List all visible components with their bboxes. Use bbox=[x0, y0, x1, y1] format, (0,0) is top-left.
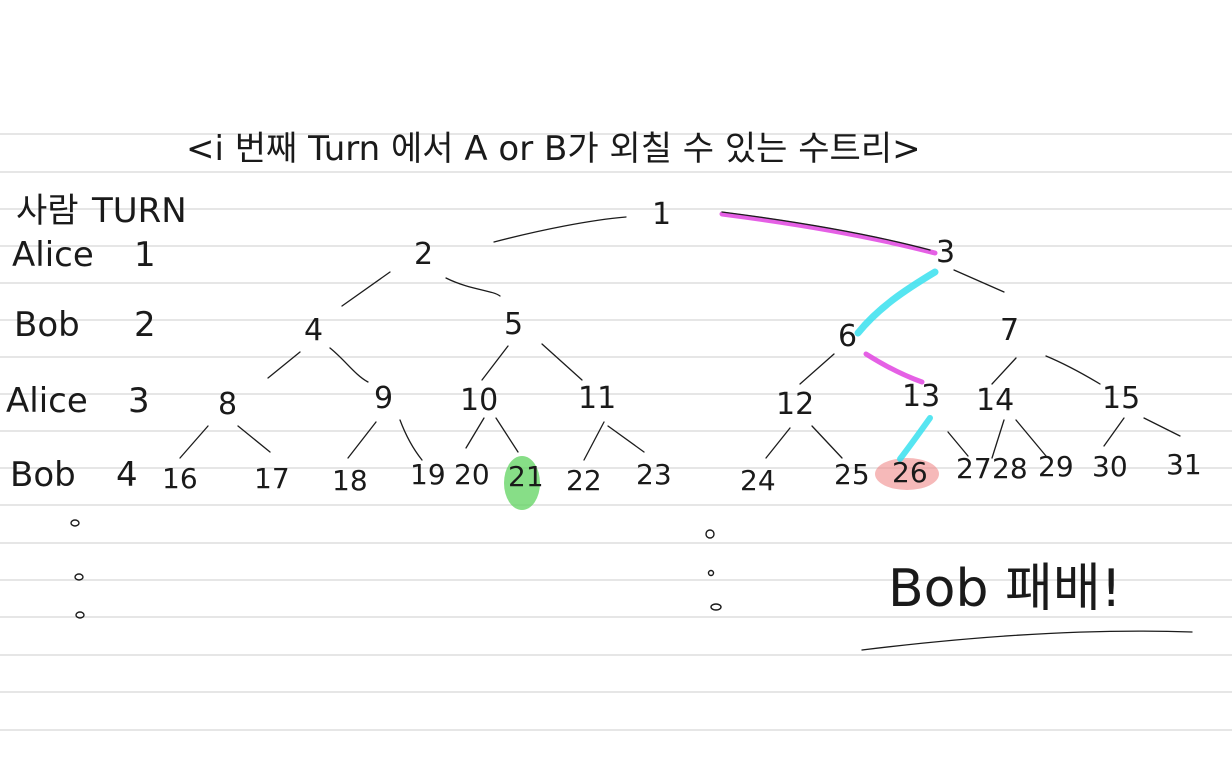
cyan-path-13-26 bbox=[897, 415, 933, 462]
node-4: 4 bbox=[304, 313, 323, 348]
node-19: 19 bbox=[410, 458, 446, 491]
node-13: 13 bbox=[902, 379, 940, 414]
magenta-path-6-13 bbox=[863, 351, 925, 385]
node-2: 2 bbox=[414, 237, 433, 272]
node-26: 26 bbox=[892, 456, 928, 489]
node-29: 29 bbox=[1038, 450, 1074, 483]
dot-mid-1 bbox=[705, 529, 715, 539]
node-3: 3 bbox=[936, 235, 955, 270]
node-14: 14 bbox=[976, 383, 1014, 418]
continuation-dots bbox=[70, 519, 722, 619]
node-25: 25 bbox=[834, 458, 870, 491]
dot-left-3 bbox=[75, 611, 85, 619]
node-30: 30 bbox=[1092, 450, 1128, 483]
node-6: 6 bbox=[838, 319, 857, 354]
turn-table: 사람 TURN Alice 1 Bob 2 Alice 3 Bob 4 bbox=[6, 191, 187, 495]
row-turn-1: 1 bbox=[134, 235, 156, 275]
highlight-markers bbox=[504, 211, 939, 510]
row-turn-2: 2 bbox=[134, 305, 156, 345]
node-24: 24 bbox=[740, 464, 776, 497]
node-8: 8 bbox=[218, 387, 237, 422]
row-turn-4: 4 bbox=[116, 455, 138, 495]
row-turn-3: 3 bbox=[128, 381, 150, 421]
row-person-3: Alice bbox=[6, 381, 88, 421]
header-person: 사람 bbox=[16, 191, 79, 231]
node-15: 15 bbox=[1102, 381, 1140, 416]
node-31: 31 bbox=[1166, 448, 1202, 481]
dot-mid-2 bbox=[707, 569, 715, 577]
dot-left-1 bbox=[70, 519, 80, 527]
row-person-1: Alice bbox=[12, 235, 94, 275]
conclusion-text: Bob 패배! bbox=[888, 559, 1122, 619]
row-person-4: Bob bbox=[10, 455, 76, 495]
node-28: 28 bbox=[992, 452, 1028, 485]
tree-edges bbox=[179, 211, 1193, 651]
node-22: 22 bbox=[566, 464, 602, 497]
cyan-path-3-6 bbox=[854, 268, 939, 337]
node-11: 11 bbox=[578, 381, 616, 416]
node-12: 12 bbox=[776, 387, 814, 422]
dot-mid-3 bbox=[710, 603, 722, 611]
node-17: 17 bbox=[254, 462, 290, 495]
node-7: 7 bbox=[1000, 313, 1019, 348]
node-27: 27 bbox=[956, 452, 992, 485]
magenta-path-1-3 bbox=[719, 211, 938, 256]
tree-nodes: 1 2 3 4 5 6 7 8 9 10 11 12 13 14 15 16 1… bbox=[162, 197, 1202, 497]
node-18: 18 bbox=[332, 464, 368, 497]
node-21: 21 bbox=[508, 460, 544, 493]
node-5: 5 bbox=[504, 307, 523, 342]
node-10: 10 bbox=[460, 383, 498, 418]
page-title: <i 번째 Turn 에서 A or B가 외칠 수 있는 수트리> bbox=[186, 129, 921, 169]
node-20: 20 bbox=[454, 458, 490, 491]
red-highlight-26 bbox=[875, 458, 939, 490]
header-turn: TURN bbox=[91, 191, 187, 231]
green-highlight-21 bbox=[504, 456, 540, 510]
row-person-2: Bob bbox=[14, 305, 80, 345]
node-9: 9 bbox=[374, 381, 393, 416]
node-16: 16 bbox=[162, 462, 198, 495]
dot-left-2 bbox=[74, 573, 84, 581]
node-1: 1 bbox=[652, 197, 671, 232]
ruled-lines bbox=[0, 133, 1232, 731]
node-23: 23 bbox=[636, 458, 672, 491]
